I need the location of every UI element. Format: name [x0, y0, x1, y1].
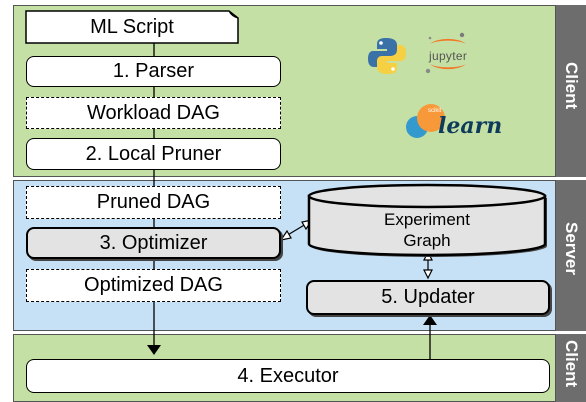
- optimizer-graph-double-arrow: [279, 219, 314, 241]
- optimized-dag-box: Optimized DAG: [26, 269, 281, 302]
- client-sidebar-bottom: [556, 334, 586, 402]
- jupyter-logo-icon: [425, 32, 466, 74]
- local-pruner-box: 2. Local Pruner: [26, 138, 281, 170]
- sklearn-learn-text: learn: [438, 113, 503, 139]
- ml-script-label: ML Script: [90, 15, 174, 38]
- jupyter-logo-text: jupyter: [429, 49, 468, 63]
- experiment-graph-line1: Experiment: [384, 210, 470, 229]
- experiment-graph-line2: Graph: [403, 231, 451, 250]
- parser-box: 1. Parser: [26, 56, 281, 87]
- sklearn-small-text: scikit: [428, 108, 442, 114]
- updater-box: 5. Updater: [306, 280, 550, 315]
- client-sidebar-top: [556, 5, 586, 177]
- executor-box: 4. Executor: [26, 359, 550, 393]
- server-sidebar: [556, 180, 586, 331]
- sklearn-logo-icon: [406, 104, 445, 138]
- optimizer-box: 3. Optimizer: [26, 227, 281, 259]
- arrow-to-executor: [147, 345, 161, 355]
- arrow-to-updater: [423, 315, 437, 325]
- pruned-dag-box: Pruned DAG: [26, 186, 281, 219]
- workload-dag-box: Workload DAG: [26, 97, 281, 129]
- python-logo-icon: [368, 38, 406, 74]
